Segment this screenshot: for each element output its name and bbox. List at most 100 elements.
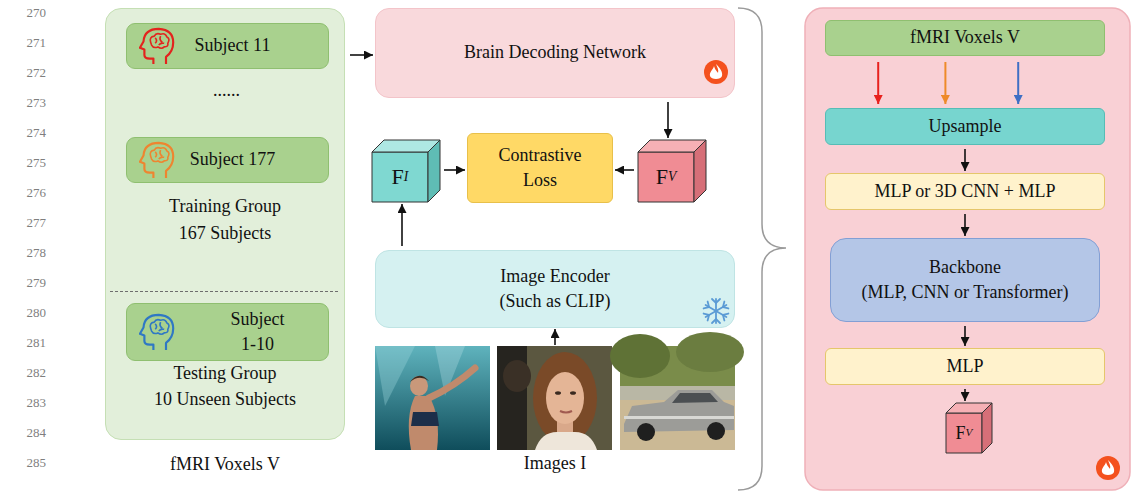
drawing-part bbox=[704, 302, 729, 321]
feature-subscript: V bbox=[966, 427, 973, 438]
flow-arrow bbox=[667, 102, 669, 138]
head-outline bbox=[140, 29, 173, 64]
subject-box: Subject 1-10 bbox=[126, 303, 329, 361]
line-number: 279 bbox=[27, 275, 47, 290]
drawing-part bbox=[503, 360, 531, 392]
flame-symbol bbox=[1102, 460, 1114, 475]
box-label: Contrastive Loss bbox=[486, 143, 594, 193]
box-label: Upsample bbox=[929, 114, 1002, 139]
head-outline bbox=[140, 143, 173, 178]
drawing-part bbox=[704, 302, 729, 321]
feature-symbol: F bbox=[392, 166, 404, 188]
box-label: Subject 1-10 bbox=[227, 307, 288, 357]
group-label: Testing Group bbox=[173, 363, 276, 383]
cube-face bbox=[372, 152, 428, 202]
box-label: Backbone bbox=[929, 255, 1001, 280]
line-number: 281 bbox=[27, 335, 47, 350]
feature-cube: FI bbox=[372, 140, 440, 202]
line-number: 276 bbox=[27, 185, 47, 200]
label-slot: 278 bbox=[0, 244, 46, 262]
flow-arrow bbox=[964, 389, 966, 401]
text-slot: fMRI Voxels V bbox=[106, 453, 344, 475]
group-label: Training Group bbox=[169, 196, 281, 216]
group-panel: Training Group 167 SubjectsTesting Group 1… bbox=[105, 8, 345, 440]
text-slot: Images I bbox=[375, 452, 735, 474]
drawing-part bbox=[624, 416, 734, 419]
network-box: Brain Decoding Network bbox=[375, 8, 735, 98]
subject-icon bbox=[139, 26, 175, 66]
brain-symbol bbox=[150, 34, 169, 49]
label-slot: 275 bbox=[0, 154, 46, 172]
brain-symbol bbox=[150, 148, 169, 163]
drawing-part bbox=[704, 302, 729, 321]
drawing-part bbox=[497, 346, 612, 450]
drawing-part bbox=[409, 396, 438, 450]
flow-arrow bbox=[1017, 62, 1019, 104]
drawing-part bbox=[410, 376, 429, 382]
text-slot: 167 Subjects bbox=[106, 222, 344, 244]
head-outline bbox=[140, 315, 173, 350]
label-slot: 277 bbox=[0, 214, 46, 232]
line-number: 280 bbox=[27, 305, 47, 320]
line-number: 275 bbox=[27, 155, 47, 170]
box-label: fMRI Voxels V bbox=[910, 25, 1020, 50]
flame-symbol bbox=[710, 64, 722, 79]
subject-icon bbox=[139, 140, 175, 180]
flow-arrow bbox=[554, 329, 556, 345]
box-label: MLP or 3D CNN + MLP bbox=[874, 179, 1055, 204]
box-label: Subject 177 bbox=[190, 147, 276, 172]
strip-caption: Images I bbox=[524, 453, 586, 473]
feature-cube: FV bbox=[946, 403, 992, 453]
cube-label: FI bbox=[372, 152, 428, 202]
drawing-part bbox=[546, 372, 584, 424]
text-slot: Testing Group bbox=[106, 362, 344, 384]
line-number: 278 bbox=[27, 245, 47, 260]
label-slot: 274 bbox=[0, 124, 46, 142]
brain-symbol bbox=[150, 320, 169, 335]
box-label: Brain Decoding Network bbox=[464, 40, 646, 65]
drawing-part bbox=[429, 368, 475, 398]
feature-subscript: V bbox=[668, 170, 676, 184]
cube-label: FV bbox=[946, 413, 982, 453]
curly-brace bbox=[738, 8, 786, 490]
flame-badge bbox=[704, 60, 728, 84]
subject-box: Subject 11 bbox=[126, 23, 329, 69]
flow-arrow bbox=[964, 149, 966, 171]
flow-arrow bbox=[401, 204, 403, 246]
drawing-part bbox=[533, 352, 597, 444]
cube-face bbox=[946, 413, 982, 453]
drawing-part bbox=[411, 412, 439, 426]
group-label: 167 Subjects bbox=[179, 223, 272, 243]
photo-underwater bbox=[375, 346, 490, 450]
label-slot: 280 bbox=[0, 304, 46, 322]
drawing-part bbox=[410, 376, 428, 396]
label-slot: 279 bbox=[0, 274, 46, 292]
label-slot: 285 bbox=[0, 454, 46, 472]
group-label: 10 Unseen Subjects bbox=[154, 389, 296, 409]
flow-arrow bbox=[964, 214, 966, 236]
line-number: 273 bbox=[27, 95, 47, 110]
flow-arrow bbox=[877, 62, 879, 104]
box-label: MLP bbox=[946, 354, 983, 379]
loss-box: Contrastive Loss bbox=[467, 133, 613, 203]
line-number: 285 bbox=[27, 455, 47, 470]
line-number: 284 bbox=[27, 425, 47, 440]
flow-arrow bbox=[350, 54, 373, 56]
label-slot: 281 bbox=[0, 334, 46, 352]
flame-badge bbox=[1096, 456, 1120, 480]
frozen-icon bbox=[702, 297, 730, 325]
line-number: 282 bbox=[27, 365, 47, 380]
drawing-part bbox=[560, 411, 572, 413]
drawing-part bbox=[637, 423, 655, 441]
encoder-box: Image Encoder(Such as CLIP) bbox=[375, 250, 735, 328]
label-slot: 276 bbox=[0, 184, 46, 202]
cube-face bbox=[694, 140, 706, 202]
line-number: 283 bbox=[27, 395, 47, 410]
feature-subscript: I bbox=[404, 170, 409, 184]
drawing-part bbox=[570, 391, 576, 395]
drawing-part bbox=[375, 346, 490, 450]
group-divider bbox=[110, 291, 338, 292]
drawing-part bbox=[535, 432, 597, 450]
drawing-part bbox=[672, 393, 718, 403]
